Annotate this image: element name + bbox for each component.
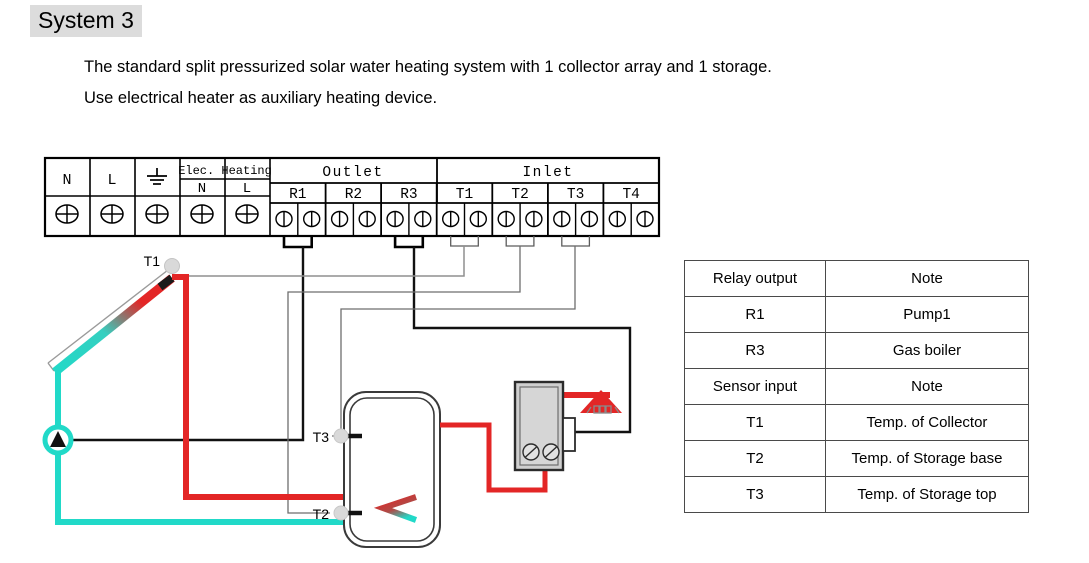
wire-t2-sensor	[287, 246, 521, 514]
table-cell-key: Relay output	[684, 260, 826, 297]
table-cell-key: R3	[684, 332, 826, 369]
wire-r3-to-boiler	[412, 247, 632, 434]
table-row: R3 Gas boiler	[684, 332, 1029, 369]
solar-collector	[47, 269, 175, 376]
inlet-channel-t4: T4	[622, 187, 639, 203]
table-cell-key: T2	[684, 440, 826, 477]
screw-cross-icon-group	[55, 204, 259, 224]
table-cell-key: T1	[684, 404, 826, 441]
outlet-channel-r2: R2	[345, 187, 362, 203]
heat-exchanger-coil	[373, 494, 418, 523]
pipe-hot-tank-to-heater	[440, 422, 548, 493]
outlet-channel-r3: R3	[400, 187, 417, 203]
table-row: Relay output Note	[684, 260, 1029, 297]
elec-heating-group-label: Elec. Heating	[178, 164, 272, 178]
inlet-group-label: Inlet	[522, 165, 573, 181]
pipe-hot-collector-to-tank	[172, 274, 416, 500]
description-line-2: Use electrical heater as auxiliary heati…	[84, 89, 438, 107]
inlet-channel-t1: T1	[456, 187, 473, 203]
wire-r1-to-pump	[73, 247, 305, 442]
table-cell-note: Note	[825, 260, 1029, 297]
table-cell-key: T3	[684, 476, 826, 513]
terminal-block: N L Elec. Heating N L	[43, 156, 661, 238]
table-cell-key: Sensor input	[684, 368, 826, 405]
sensor-label-t2: T2	[313, 506, 330, 522]
reference-table: Relay output Note R1 Pump1 R3 Gas boiler…	[684, 260, 1029, 513]
wire-t1-sensor	[178, 246, 465, 277]
terminal-label-l: L	[107, 172, 116, 189]
table-row: Sensor input Note	[684, 368, 1029, 405]
table-cell-note: Pump1	[825, 296, 1029, 333]
circulation-pump	[42, 424, 74, 456]
table-row: T2 Temp. of Storage base	[684, 440, 1029, 477]
outlet-group-label: Outlet	[322, 165, 383, 181]
table-row: T3 Temp. of Storage top	[684, 476, 1029, 513]
burner-indicator-icon	[580, 390, 622, 414]
inlet-channel-t2: T2	[511, 187, 528, 203]
sensor-dot-t1	[164, 258, 180, 274]
elec-heating-label-n: N	[198, 181, 206, 197]
table-row: T1 Temp. of Collector	[684, 404, 1029, 441]
screw-slot-icon-group	[275, 210, 654, 228]
storage-tank	[343, 391, 441, 548]
sensor-label-t1: T1	[144, 253, 161, 269]
outlet-channel-r1: R1	[289, 187, 306, 203]
terminal-label-n: N	[62, 172, 71, 189]
table-cell-note: Temp. of Collector	[825, 404, 1029, 441]
table-cell-note: Note	[825, 368, 1029, 405]
pipe-cold-return	[55, 370, 416, 525]
table-cell-key: R1	[684, 296, 826, 333]
earth-ground-icon	[147, 168, 167, 185]
terminal-connector-brackets	[282, 236, 591, 249]
table-cell-note: Temp. of Storage base	[825, 440, 1029, 477]
inlet-channel-t3: T3	[567, 187, 584, 203]
table-cell-note: Gas boiler	[825, 332, 1029, 369]
description-line-1: The standard split pressurized solar wat…	[84, 58, 772, 76]
sensor-label-t3: T3	[313, 429, 330, 445]
page-title: System 3	[30, 5, 142, 38]
tank-sensor-markers	[333, 428, 362, 521]
table-cell-note: Temp. of Storage top	[825, 476, 1029, 513]
table-row: R1 Pump1	[684, 296, 1029, 333]
elec-heating-label-l: L	[243, 181, 251, 197]
electric-heater	[513, 380, 576, 472]
